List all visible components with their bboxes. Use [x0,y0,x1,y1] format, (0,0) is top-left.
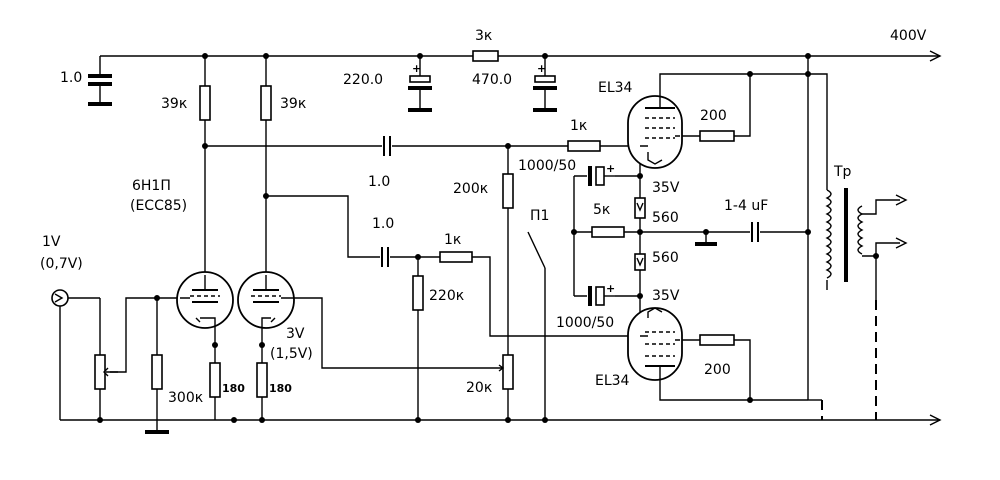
resistor-5k-label: 5к [593,202,610,218]
ground-symbols [88,102,717,434]
plate-resistor-1-label: 39к [161,96,187,112]
svg-text:+: + [606,282,615,295]
resistor-560b-label: 560 [652,250,679,266]
coupling-cap-2-label: 1.0 [372,216,394,232]
junctions [97,53,879,423]
screen-resistor-top-label: 200 [700,108,727,124]
cap-220-label: 220.0 [343,72,383,88]
grid-resistor-bottom-label: 1к [444,232,461,248]
cathode-voltage-alt-label: (1,5V) [270,346,313,362]
power-tube-top [627,95,683,169]
wires [59,55,940,432]
driver-tube [176,271,300,330]
driver-tube-label: 6Н1П [132,178,171,194]
resistor-300k-label: 300к [168,390,203,406]
supply-resistor-label: 3к [475,28,492,44]
resistors [94,50,735,398]
bias-cap-2-label: 1000/50 [556,315,614,331]
terminals [51,50,942,426]
output-transformer [821,188,877,420]
screen-resistor-bottom-label: 200 [704,362,731,378]
svg-text:+: + [537,62,546,75]
power-tube-bottom [627,307,683,381]
input-voltage-alt-label: (0,7V) [40,256,83,272]
supply-voltage-label: 400V [890,28,927,44]
bias-voltage-bottom-label: 35V [652,288,680,304]
power-tube-top-label: EL34 [598,80,633,96]
bias-voltage-top-label: 35V [652,180,680,196]
resistor-560a-label: 560 [652,210,679,226]
coupling-cap-1-label: 1.0 [368,174,390,190]
driver-tube-alt-label: (ECC85) [130,198,187,214]
svg-text:+: + [412,62,421,75]
svg-text:+: + [606,162,615,175]
cathode-resistor-2-label: 180 [269,382,292,395]
switch-label: П1 [530,208,549,224]
resistor-200k-label: 200к [453,181,488,197]
grid-resistor-top-label: 1к [570,118,587,134]
resistor-220k-label: 220к [429,288,464,304]
bias-cap-1-label: 1000/50 [518,158,576,174]
transformer-label: Tp [833,164,852,180]
input-voltage-label: 1V [42,234,61,250]
output-cap-label: 1-4 uF [724,198,768,214]
plate-resistor-2-label: 39к [280,96,306,112]
cap-470-label: 470.0 [472,72,512,88]
power-tube-bottom-label: EL34 [595,373,630,389]
pot-20k-label: 20к [466,380,492,396]
labels: 400V 1.0 220.0 470.0 3к 39к 39к 1.0 1.0 … [40,28,927,406]
capacitors: + + + + [88,62,759,306]
cathode-resistor-1-label: 180 [222,382,245,395]
cathode-voltage-label: 3V [286,326,305,342]
filter-cap-label: 1.0 [60,70,82,86]
